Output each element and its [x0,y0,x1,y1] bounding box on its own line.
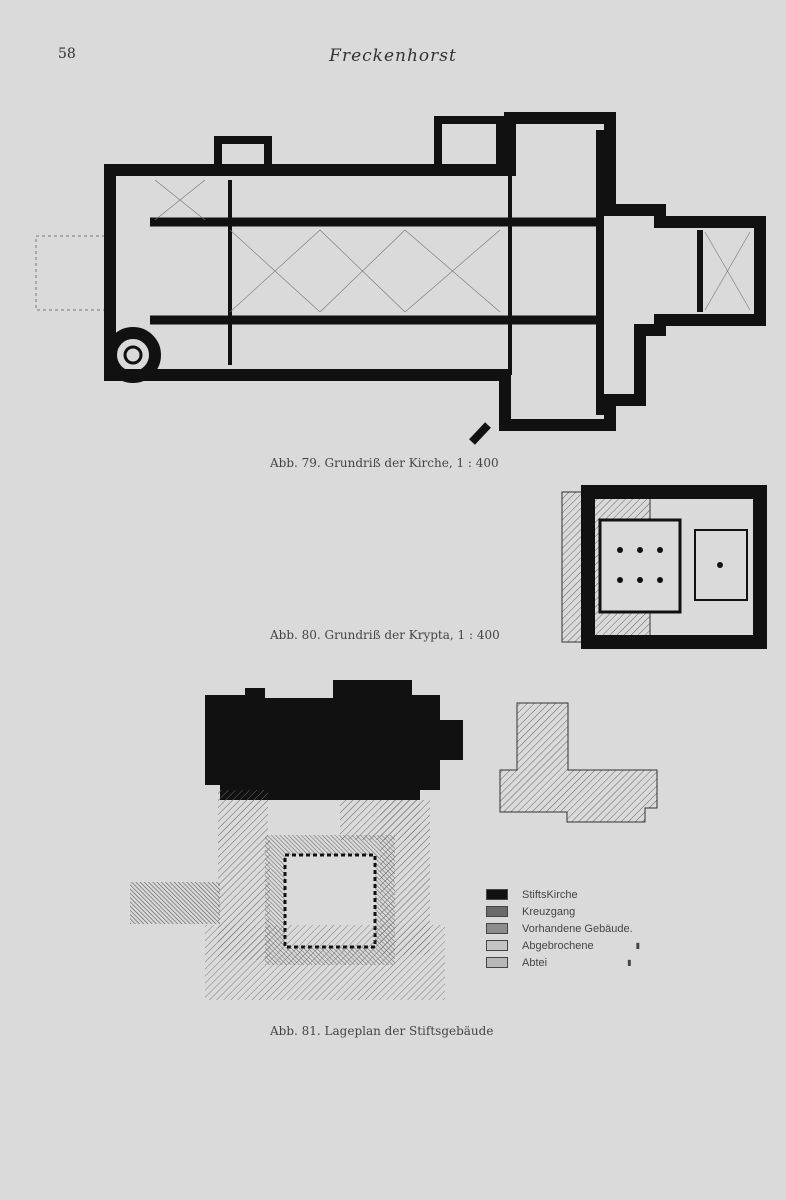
legend-item: Abtei ▮ [486,954,640,971]
legend-label: Vorhandene Gebäude. [522,922,633,935]
site-plan-legend: StiftsKirche Kreuzgang Vorhandene Gebäud… [486,886,640,971]
page-number: 58 [58,46,76,62]
legend-label: Kreuzgang [522,905,576,918]
legend-mark: ▮ [635,941,640,950]
legend-item: StiftsKirche [486,886,640,903]
crypt-floor-plan [561,485,767,649]
figure-81-caption: Abb. 81. Lageplan der Stiftsgebäude [270,1024,494,1038]
legend-item: Vorhandene Gebäude. [486,920,640,937]
legend-swatch [486,940,508,951]
site-plan [130,680,658,1000]
running-head: Freckenhorst [329,46,457,66]
legend-mark: ▮ [627,958,632,967]
legend-item: Abgebrochene ▮ [486,937,640,954]
legend-item: Kreuzgang [486,903,640,920]
figure-80-caption: Abb. 80. Grundriß der Krypta, 1 : 400 [270,628,500,642]
legend-swatch [486,906,508,917]
legend-label: Abgebrochene [522,939,594,952]
figure-79-caption: Abb. 79. Grundriß der Kirche, 1 : 400 [270,456,499,470]
legend-label: Abtei [522,956,548,969]
church-floor-plan [35,112,766,445]
legend-swatch [486,923,508,934]
legend-swatch [486,889,508,900]
legend-label: StiftsKirche [522,888,578,901]
legend-swatch [486,957,508,968]
